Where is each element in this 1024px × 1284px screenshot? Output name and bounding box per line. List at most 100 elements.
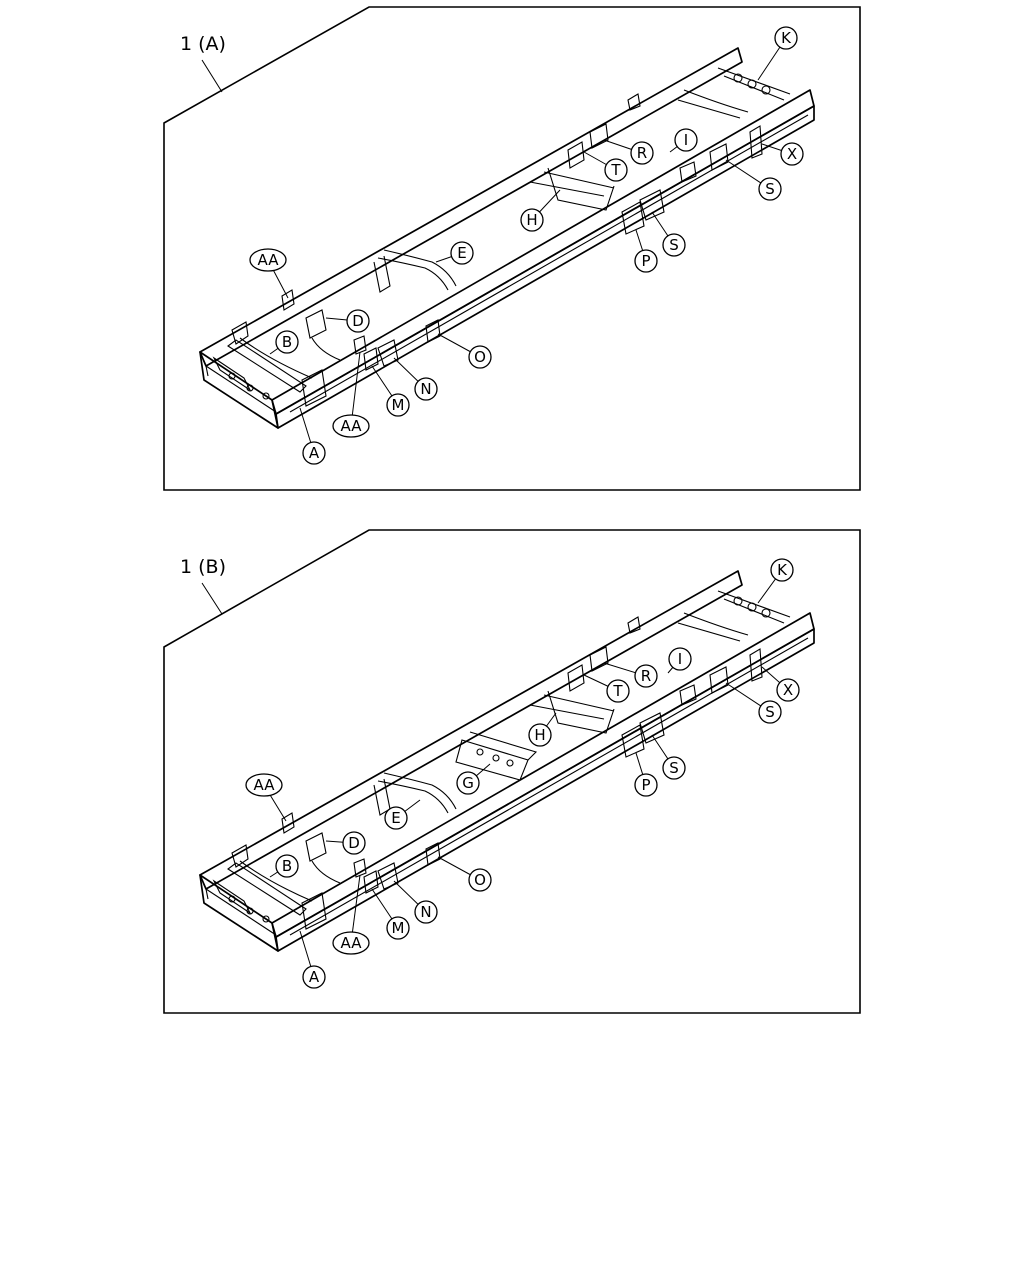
bracket-aa-lower <box>353 858 367 878</box>
callout-circle <box>342 831 366 855</box>
callout-e: E <box>435 241 474 265</box>
callout-label: P <box>641 252 650 270</box>
crossmember-hole <box>506 759 514 767</box>
callout-x: X <box>761 666 800 702</box>
bracket-s-rear <box>709 143 729 171</box>
callout-m: M <box>371 365 410 417</box>
callout-t: T <box>583 151 628 182</box>
bolt-hole <box>246 907 254 915</box>
crossmember-hole <box>747 602 757 612</box>
bracket-d-arm <box>311 337 341 361</box>
panel-1b: 1 (B) <box>163 529 861 1014</box>
crossmember-hole <box>733 596 743 606</box>
bolt-hole <box>246 384 254 392</box>
crossmember-hole <box>476 748 484 756</box>
callout-x: X <box>761 142 804 166</box>
bracket-o <box>425 319 441 343</box>
callout-label: E <box>391 809 400 827</box>
callout-label: AA <box>341 934 363 952</box>
crossmember-hole <box>761 85 771 95</box>
callout-a: A <box>299 407 326 465</box>
bracket-s <box>639 712 665 744</box>
crossmember-k <box>717 590 791 618</box>
callout-label: M <box>392 919 405 937</box>
bracket-n <box>377 339 399 367</box>
callout-label: I <box>678 650 682 668</box>
panel-frame <box>163 529 861 1014</box>
left-rail <box>199 570 743 890</box>
crossmember-i <box>677 99 741 119</box>
callout-o: O <box>437 856 492 892</box>
callout-circle <box>634 773 658 797</box>
title-leader-line <box>201 582 223 615</box>
rail-edge <box>289 114 809 413</box>
crossmember-e-edge <box>383 249 457 287</box>
callout-circle <box>606 679 630 703</box>
callout-h: H <box>528 712 557 747</box>
crossmember-h-edge <box>543 694 615 712</box>
callout-h: H <box>520 189 561 232</box>
callout-circle <box>302 965 326 989</box>
callout-r: R <box>603 139 654 165</box>
crossmember-e-edge <box>383 772 457 810</box>
callout-circle <box>332 414 370 438</box>
title-leader-line <box>201 59 223 93</box>
callout-s: S <box>725 159 782 201</box>
bracket-aa-upper <box>281 289 295 311</box>
callout-circle <box>662 756 686 780</box>
rail-edge <box>289 637 809 936</box>
bracket-p <box>621 724 645 758</box>
crossmember-h-gusset <box>547 167 615 211</box>
front-bracket-right <box>301 369 327 407</box>
callout-circle <box>302 441 326 465</box>
callout-circle <box>668 647 692 671</box>
callout-s: S <box>651 734 686 780</box>
callout-circle <box>450 241 474 265</box>
callout-g: G <box>456 763 491 795</box>
bracket-o <box>425 842 441 866</box>
callout-circle <box>528 723 552 747</box>
bracket-rear-upper <box>627 93 641 111</box>
rail-edge <box>205 365 277 413</box>
callout-label: K <box>777 561 788 579</box>
callout-circle <box>275 330 299 354</box>
callout-m: M <box>371 888 410 940</box>
callout-label: A <box>309 444 320 462</box>
crossmember-hole <box>733 73 743 83</box>
callout-n: N <box>393 357 438 401</box>
bracket-r <box>589 123 609 149</box>
right-rail <box>271 89 815 415</box>
front-bracket <box>231 844 249 868</box>
bumper-bracket <box>212 879 252 915</box>
callout-k: K <box>757 558 794 604</box>
callout-aa: AA <box>249 248 289 299</box>
callout-circle <box>468 345 492 369</box>
callout-label: T <box>612 682 623 700</box>
callout-label: H <box>534 726 545 744</box>
callout-circle <box>630 141 654 165</box>
bracket-s <box>639 189 665 221</box>
crossmember-b <box>227 862 307 916</box>
callout-label: X <box>787 145 797 163</box>
bolt-hole <box>228 372 236 380</box>
bracket-n <box>377 862 399 890</box>
callout-s: S <box>725 682 782 724</box>
bracket-m <box>363 347 379 371</box>
callout-circle <box>332 931 370 955</box>
crossmember-i <box>677 622 741 642</box>
callout-label: AA <box>254 776 276 794</box>
callout-leader-line <box>350 351 361 427</box>
front-bracket <box>231 321 249 345</box>
callout-circle <box>275 854 299 878</box>
crossmember-g-edge <box>469 731 538 761</box>
crossmember-g <box>455 739 529 781</box>
bracket-r <box>589 646 609 672</box>
callout-circle <box>249 248 287 272</box>
callout-s: S <box>651 211 686 257</box>
bracket-d <box>305 309 327 339</box>
callout-circle <box>414 900 438 924</box>
callout-circle <box>770 558 794 582</box>
